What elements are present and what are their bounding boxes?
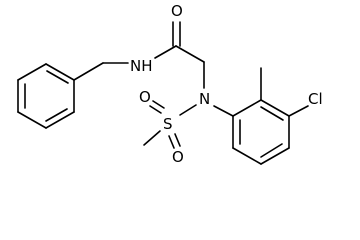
- double-bond: [149, 105, 162, 114]
- bond: [73, 62, 104, 81]
- bond: [288, 105, 309, 117]
- sulfonyl-oxygen-bottom-label: O: [172, 148, 184, 166]
- bond: [260, 99, 290, 117]
- structure-diagram: O NH N S O O Cl: [17, 2, 323, 166]
- bond: [232, 147, 262, 165]
- double-bond-inner: [260, 143, 283, 158]
- double-bond: [168, 135, 175, 149]
- double-bond: [174, 133, 181, 147]
- bond: [232, 99, 262, 117]
- amide-nh-label: NH: [130, 57, 153, 75]
- bond: [175, 45, 205, 63]
- carbonyl-oxygen-label: O: [171, 2, 183, 20]
- bond: [17, 63, 47, 81]
- double-bond: [152, 100, 165, 109]
- molecule-drawing: O NH N S O O Cl: [17, 2, 323, 166]
- bond: [17, 111, 47, 129]
- bond: [143, 130, 161, 146]
- bond: [260, 147, 290, 165]
- sulfonyl-oxygen-top-label: O: [139, 88, 151, 106]
- chloro-methyl-phenyl-ring: [232, 99, 290, 165]
- benzyl-ring: [17, 63, 75, 129]
- bond: [45, 63, 75, 81]
- sulfonamide-nitrogen-label: N: [199, 90, 210, 108]
- double-bond-inner: [260, 106, 284, 121]
- bond: [179, 104, 197, 116]
- double-bond-inner: [45, 108, 68, 122]
- sulfur-label: S: [163, 115, 173, 133]
- bond: [154, 45, 177, 59]
- double-bond-inner: [46, 70, 69, 84]
- bond: [45, 111, 75, 129]
- bond: [213, 105, 234, 117]
- chlorine-label: Cl: [308, 90, 323, 108]
